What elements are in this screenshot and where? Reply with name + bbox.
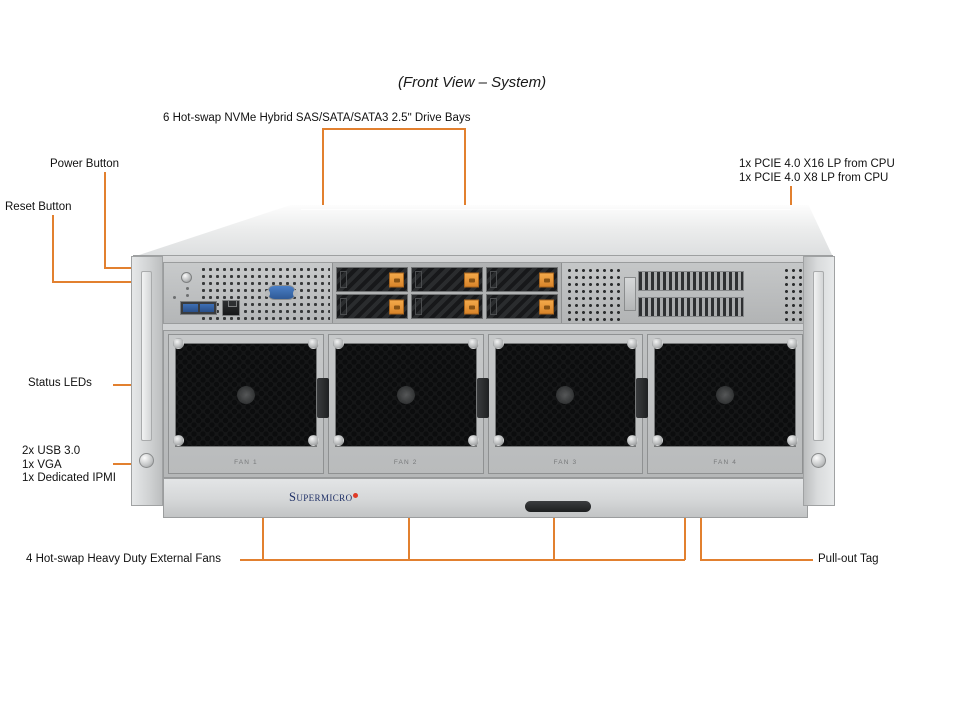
logo-dot-icon	[353, 493, 359, 498]
pcie-slot-x8[interactable]	[638, 297, 744, 317]
usb-3-ports[interactable]	[180, 301, 217, 315]
pull-out-tag[interactable]	[525, 501, 591, 512]
fan-deck: FAN 1 FAN 2	[163, 330, 808, 478]
fan-screw	[307, 338, 319, 349]
leader-power-v	[104, 172, 106, 268]
fan-screw	[332, 338, 344, 349]
fan-label: FAN 2	[393, 459, 418, 466]
pcie-line-1: 1x PCIE 4.0 X16 LP from CPU	[739, 158, 895, 170]
fan-screw	[332, 435, 344, 446]
fan-grille	[334, 343, 477, 447]
control-panel	[164, 263, 333, 323]
pcie-vent	[566, 267, 624, 321]
drive-bay[interactable]	[486, 267, 558, 292]
lid-seam	[301, 209, 791, 210]
rack-ear-right	[803, 256, 835, 506]
fan-screw	[492, 435, 504, 446]
page-title: (Front View – System)	[398, 74, 547, 91]
drive-bay[interactable]	[336, 294, 408, 319]
pcie-bracket-lock[interactable]	[624, 277, 636, 311]
rack-ear-left	[131, 256, 163, 506]
callout-label-io-ports: 2x USB 3.0 1x VGA 1x Dedicated IPMI	[22, 445, 116, 486]
leader-reset-h	[52, 281, 185, 283]
drive-latch[interactable]	[464, 299, 479, 314]
fan-screw	[307, 435, 319, 446]
supermicro-logo: Supermicro	[289, 490, 359, 505]
rack-handle[interactable]	[813, 271, 824, 441]
leader-drive-bays-v1	[322, 128, 324, 208]
callout-label-status-leds: Status LEDs	[28, 377, 92, 389]
callout-label-drive-bays: 6 Hot-swap NVMe Hybrid SAS/SATA/SATA3 2.…	[163, 112, 471, 124]
rack-handle[interactable]	[141, 271, 152, 441]
chassis-body: FAN 1 FAN 2	[131, 255, 835, 518]
callout-label-reset-button: Reset Button	[5, 201, 72, 213]
server-chassis-illustration: FAN 1 FAN 2	[131, 205, 835, 518]
fan-screw	[627, 338, 639, 349]
pcie-slot-region	[561, 263, 807, 323]
fan-grille	[494, 343, 637, 447]
upper-deck	[163, 262, 808, 324]
pcie-slot-x16[interactable]	[638, 271, 744, 291]
pcie-edge-vent	[783, 267, 803, 321]
fan-module[interactable]: FAN 3	[487, 334, 649, 474]
reset-button[interactable]	[173, 296, 177, 300]
fan-module[interactable]: FAN 2	[327, 334, 489, 474]
drive-bay[interactable]	[486, 294, 558, 319]
ipmi-lan-port[interactable]	[222, 300, 240, 316]
drive-latch[interactable]	[389, 299, 404, 314]
fan-handle[interactable]	[316, 378, 329, 419]
thumbscrew[interactable]	[811, 453, 826, 468]
status-led-2	[186, 294, 190, 298]
io-line-1: 2x USB 3.0	[22, 445, 81, 457]
callout-label-pcie: 1x PCIE 4.0 X16 LP from CPU 1x PCIE 4.0 …	[739, 158, 895, 185]
drive-bay[interactable]	[411, 294, 483, 319]
io-line-2: 1x VGA	[22, 458, 62, 471]
fan-screw	[467, 435, 479, 446]
status-led-1	[186, 287, 190, 291]
fan-handle[interactable]	[636, 378, 649, 419]
drive-bay-cage	[333, 263, 561, 323]
callout-label-fans: 4 Hot-swap Heavy Duty External Fans	[26, 553, 221, 565]
fan-screw	[652, 435, 664, 446]
leader-tag-h	[700, 559, 813, 561]
leader-fans-bus	[240, 559, 685, 561]
drive-latch[interactable]	[539, 272, 554, 287]
front-bezel: Supermicro	[163, 478, 808, 518]
fan-handle[interactable]	[476, 378, 489, 419]
callout-label-pullout-tag: Pull-out Tag	[818, 553, 879, 565]
leader-tag-v	[700, 487, 702, 559]
thumbscrew[interactable]	[139, 453, 154, 468]
fan-screw	[173, 338, 184, 349]
pcie-line-2: 1x PCIE 4.0 X8 LP from CPU	[739, 171, 889, 184]
fan-grille	[654, 343, 796, 447]
fan-screw	[173, 435, 184, 446]
fan-screw	[467, 338, 479, 349]
fan-module[interactable]: FAN 4	[647, 334, 803, 474]
fan-screw	[492, 338, 504, 349]
drive-bay[interactable]	[336, 267, 408, 292]
fan-screw	[627, 435, 639, 446]
fan-label: FAN 4	[713, 459, 737, 466]
leader-drive-bays-h	[322, 128, 465, 130]
fan-label: FAN 3	[553, 459, 578, 466]
power-button[interactable]	[181, 272, 192, 283]
drive-latch[interactable]	[389, 272, 404, 287]
fan-module[interactable]: FAN 1	[168, 334, 329, 474]
fan-screw	[787, 338, 798, 349]
drive-latch[interactable]	[464, 272, 479, 287]
leader-reset-v	[52, 215, 54, 282]
leader-drive-bays-v2	[464, 128, 466, 271]
fan-screw	[652, 338, 664, 349]
fan-screw	[787, 435, 798, 446]
io-line-3: 1x Dedicated IPMI	[22, 472, 116, 484]
brand-text: Supermicro	[289, 490, 353, 504]
drive-latch[interactable]	[539, 299, 554, 314]
chassis-top-lid	[133, 205, 833, 257]
vga-port[interactable]	[265, 285, 298, 300]
fan-label: FAN 1	[234, 459, 258, 466]
callout-label-power-button: Power Button	[50, 158, 120, 170]
fan-grille	[175, 343, 317, 447]
drive-bay[interactable]	[411, 267, 483, 292]
